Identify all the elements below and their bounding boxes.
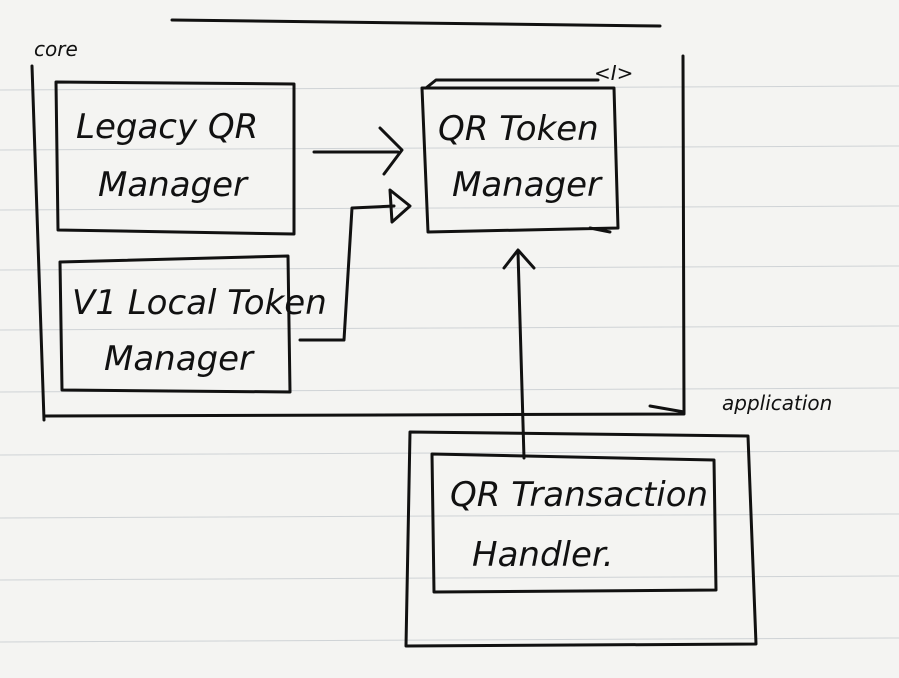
interface-stereotype: <I> xyxy=(594,61,633,85)
application-package-label: application xyxy=(722,391,832,415)
core-package: core xyxy=(30,37,686,422)
v1-local-token-manager-box: V1 Local Token Manager xyxy=(58,254,327,394)
legacy-qr-manager-line1: Legacy QR xyxy=(76,107,258,147)
core-package-label: core xyxy=(34,37,78,61)
qr-token-manager-line2: Manager xyxy=(452,165,603,205)
legacy-qr-manager-box: Legacy QR Manager xyxy=(54,80,296,236)
v1-local-token-manager-line2: Manager xyxy=(104,339,255,379)
qr-token-manager-box: <I> QR Token Manager xyxy=(420,61,633,234)
arrow-v1-to-token-manager xyxy=(298,188,412,342)
qr-transaction-handler-box: QR Transaction Handler. xyxy=(430,452,718,594)
core-package-frame xyxy=(30,54,686,422)
legacy-qr-manager-line2: Manager xyxy=(98,165,249,205)
application-package: application xyxy=(404,391,832,648)
qr-token-manager-line1: QR Token xyxy=(438,109,599,149)
v1-local-token-manager-line1: V1 Local Token xyxy=(72,283,327,323)
qr-transaction-handler-line1: QR Transaction xyxy=(450,475,708,515)
arrow-handler-to-token-manager xyxy=(502,248,536,460)
top-stroke xyxy=(170,18,662,28)
application-package-frame xyxy=(404,430,758,648)
arrow-legacy-to-token-manager xyxy=(312,126,404,176)
qr-transaction-handler-line2: Handler. xyxy=(472,535,614,575)
